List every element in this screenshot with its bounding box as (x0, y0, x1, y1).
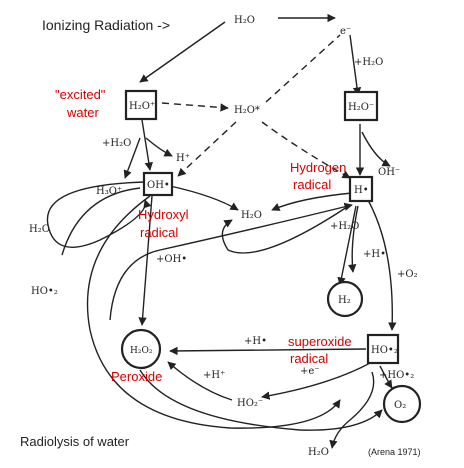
arrow-to-h3o (123, 137, 141, 179)
arrow-h-to-h2o (271, 192, 353, 211)
annotation-hydrogen-2: radical (293, 177, 331, 192)
annotation-excited-water-2: water (66, 105, 99, 120)
box-h2o-minus (343, 90, 379, 122)
arrow-ho2minus-to-peroxide (167, 361, 233, 401)
label-h2o-star: H₂O* (234, 105, 260, 116)
label-oh-box: OH• (147, 180, 170, 191)
arrow-ho2-to-ho2minus (261, 361, 373, 400)
reagent-plus-oh: +OH• (156, 254, 187, 265)
label-h2o-top: H₂O (234, 15, 255, 26)
arrow-loop-to-h (109, 202, 353, 321)
label-h3o-plus: H₃O⁺ (96, 186, 122, 197)
arrow-oh-to-peroxide (138, 195, 153, 326)
arrow-oh-down (61, 187, 141, 256)
label-ho2-minus: HO₂⁻ (237, 398, 263, 409)
arrow-ho2-to-o2 (379, 365, 393, 389)
annotation-hydroxyl-1: Hydroxyl (138, 207, 189, 222)
arrows (46, 13, 397, 449)
arrow-h-to-h2 (337, 205, 357, 286)
label-o2: O₂ (394, 400, 406, 411)
arrow-h-loop (221, 204, 351, 254)
reagent-plus-h2o-3: +H₂O (330, 221, 359, 232)
label-h2o-left: H₂O (29, 224, 50, 235)
label-h2o-minus-box: H₂O⁻ (348, 102, 374, 113)
label-h2o-bottom: H₂O (308, 447, 329, 458)
box-h (348, 175, 374, 203)
annotation-hydrogen-1: Hydrogen (290, 160, 346, 175)
arrow-h2oplus-to-oh (141, 119, 153, 171)
dashed-arrows (161, 34, 351, 179)
box-h2o-plus (124, 89, 158, 121)
box-ho2 (366, 333, 400, 365)
species-boxes (120, 89, 422, 424)
annotation-hydroxyl-2: radical (140, 225, 178, 240)
box-oh (142, 171, 174, 197)
arrow-to-hplus (145, 137, 173, 157)
arrow-oh-loop (46, 181, 152, 248)
arrow-electron-to-h2ominus (349, 34, 362, 96)
annotation-peroxide: Peroxide (111, 369, 162, 384)
arrow-oh-to-h2o (169, 185, 239, 211)
annotation-superoxide-2: radical (290, 351, 328, 366)
label-h-plus: H⁺ (176, 153, 190, 164)
arrow-big-loop (86, 195, 341, 429)
arrow-to-h2o-bottom (329, 371, 375, 449)
reagent-plus-h2o-1: +H₂O (354, 57, 383, 68)
reagent-plus-hplus: +H⁺ (203, 370, 225, 381)
arrow-peroxide-to-o2 (139, 369, 383, 431)
label-h2o-mid: H₂O (241, 210, 262, 221)
arrow-radiation-to-excited (139, 21, 226, 83)
arrow-to-ohminus (361, 131, 391, 167)
title: Ionizing Radiation -> (42, 17, 170, 33)
label-h2: H₂ (338, 295, 351, 306)
reagent-plus-h2o-2: +H₂O (102, 138, 131, 149)
label-h2o2: H₂O₂ (130, 346, 153, 356)
label-ho2-left: HO•₂ (31, 286, 58, 297)
arrow-h-to-ho2 (367, 199, 397, 331)
arrow-ho2-to-peroxide (169, 346, 367, 356)
circle-h2o2 (120, 328, 162, 370)
label-h2o-plus-box: H₂O⁺ (129, 101, 155, 112)
circle-h2 (326, 280, 364, 318)
dash-h2ostar-to-h (261, 121, 351, 179)
annotations: "excited" water Hydrogen radical Hydroxy… (55, 87, 352, 384)
circle-o2 (382, 384, 422, 424)
reagent-plus-e: +e⁻ (300, 366, 320, 377)
citation: (Arena 1971) (368, 447, 421, 457)
annotation-excited-water-1: "excited" (55, 87, 106, 102)
annotation-superoxide-1: superoxide (288, 334, 352, 349)
reagent-plus-h-2: +H• (244, 336, 267, 347)
label-ho2-box: HO•₂ (371, 345, 398, 356)
reagent-plus-h-1: +H• (363, 249, 386, 260)
species-labels: H₂O e⁻ H₂O⁺ H₂O⁻ H₂O* OH• H• H₃O⁺ H⁺ OH⁻… (29, 15, 406, 458)
label-oh-minus: OH⁻ (378, 167, 400, 178)
reagent-labels: +H₂O +H₂O +H₂O +OH• +H• +O₂ +H• +e⁻ +H⁺ … (102, 57, 418, 381)
arrow-h-to-h2-2 (347, 205, 359, 273)
reagent-plus-ho2: +HO•₂ (379, 370, 414, 381)
dash-excited-to-h2ostar (161, 102, 229, 112)
label-electron: e⁻ (340, 26, 351, 37)
label-h-box: H• (354, 185, 369, 196)
dash-h2ostar-to-oh (177, 121, 237, 177)
dash-h2ostar-to-electron (265, 34, 341, 103)
caption: Radiolysis of water (20, 434, 130, 449)
reagent-plus-o2: +O₂ (397, 269, 418, 280)
